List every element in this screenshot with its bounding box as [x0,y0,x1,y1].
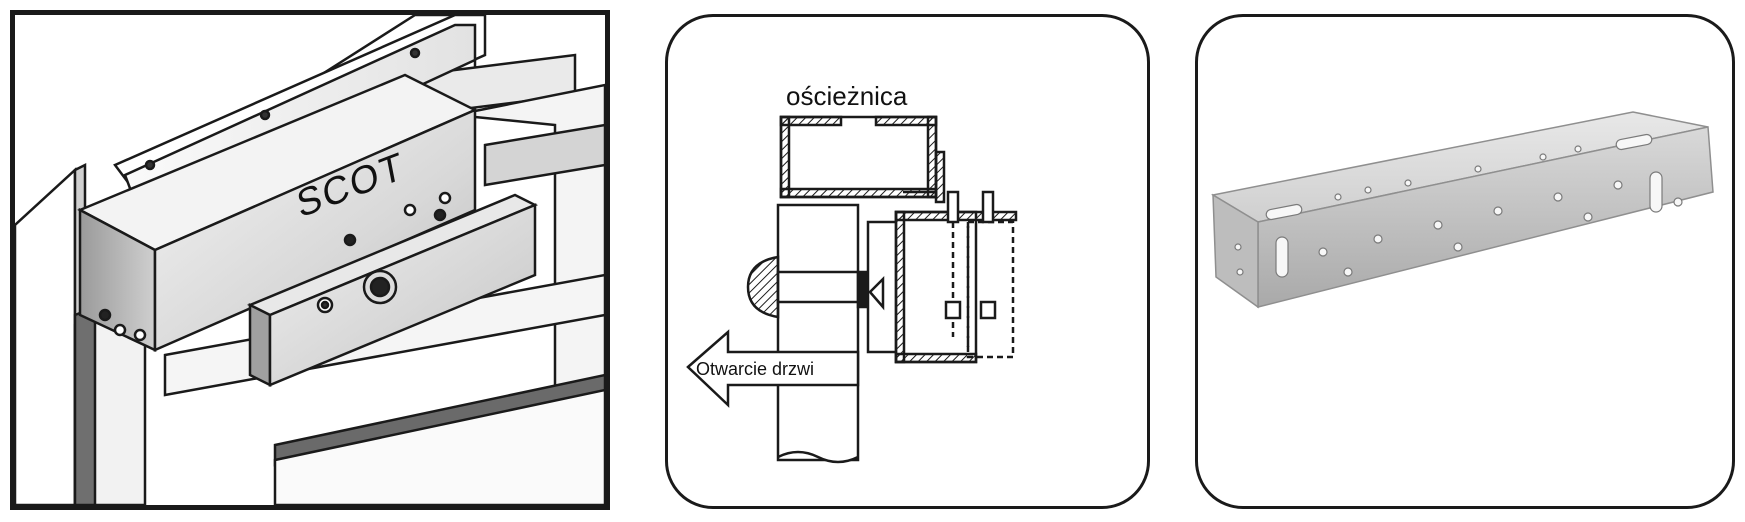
frame-label: ościeżnica [786,81,908,111]
diagram-drawing: Otwarcie drzwi ościeżnica [686,81,1018,464]
door-open-label: Otwarcie drzwi [696,359,814,379]
door-frame-section [779,115,946,204]
lock-installation-illustration: SCOT [10,10,610,510]
cross-section-diagram: Otwarcie drzwi ościeżnica [665,14,1150,509]
illustration-drawing: SCOT [15,15,605,505]
door-open-arrow: Otwarcie drzwi [686,329,860,408]
door-section [746,203,872,464]
bracket-drawing [1210,111,1714,309]
arrow-left-icon [686,329,860,408]
l-bracket-photo [1195,14,1735,509]
electromagnet-body [77,73,478,352]
bracket-holes [1234,133,1683,278]
electromagnet-section [866,190,1018,364]
armature-plate [246,193,539,388]
